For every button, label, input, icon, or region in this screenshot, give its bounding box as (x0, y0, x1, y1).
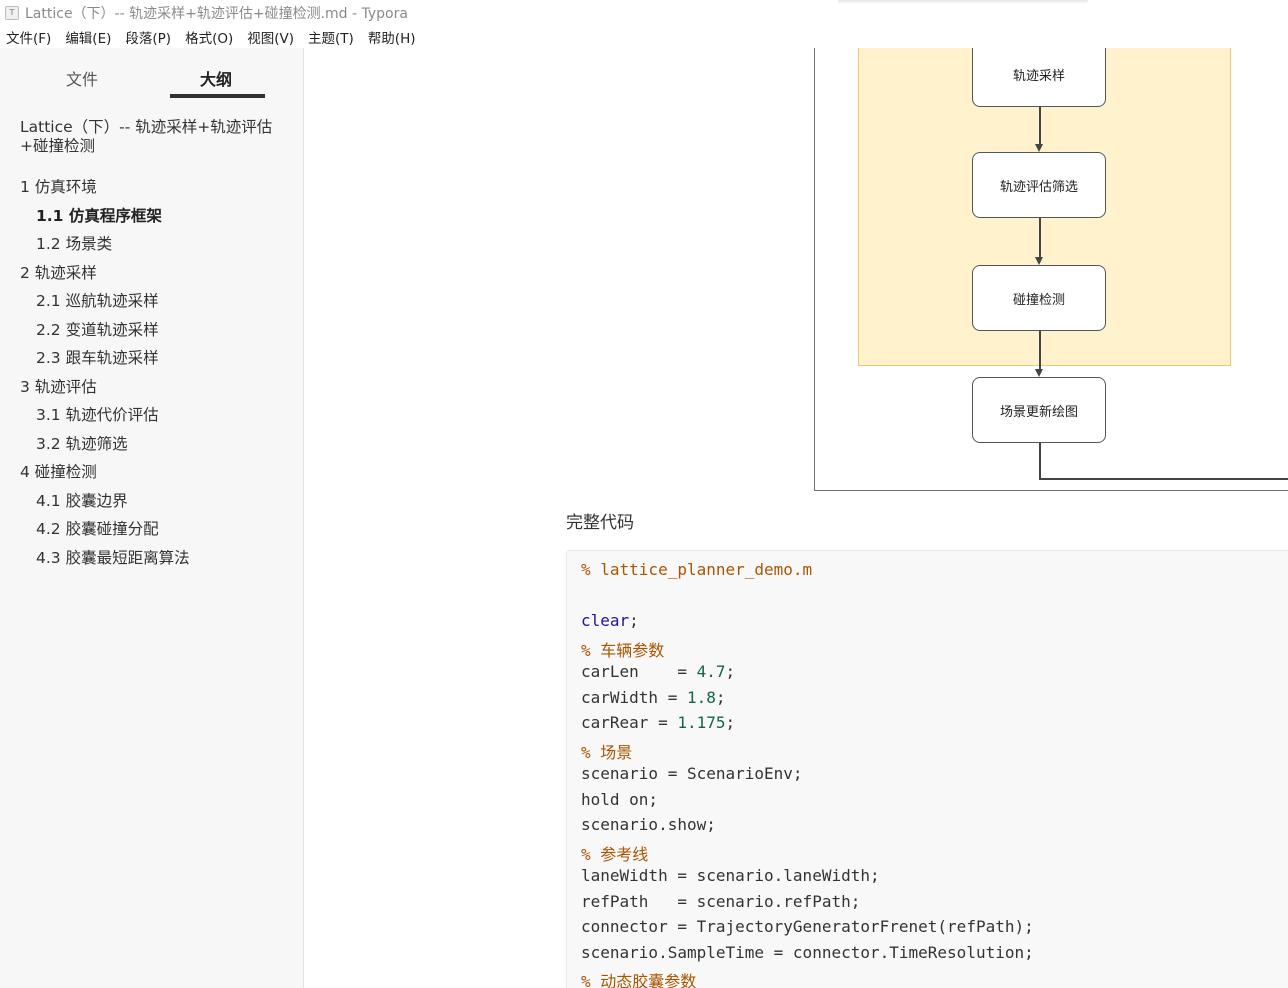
outline-item[interactable]: 3.2 轨迹筛选 (36, 434, 128, 453)
menu-theme[interactable]: 主题(T) (308, 31, 354, 47)
code-token: clear (581, 611, 630, 630)
code-token: % 动态胶囊参数 (581, 972, 697, 988)
menu-paragraph[interactable]: 段落(P) (125, 31, 172, 47)
code-line: clear; (581, 611, 639, 630)
outline-item[interactable]: 2.3 跟车轨迹采样 (36, 349, 159, 367)
code-token: % 场景 (581, 742, 633, 762)
tab-files[interactable]: 文件 (66, 70, 99, 89)
code-line: connector = TrajectoryGeneratorFrenet(re… (581, 917, 1034, 936)
outline-item[interactable]: 1.1 仿真程序框架 (36, 206, 162, 225)
arrow-line (1039, 331, 1041, 370)
code-line: scenario = ScenarioEnv; (581, 764, 803, 783)
typora-app-icon: T (5, 6, 19, 20)
code-line: hold on; (581, 790, 658, 809)
outline-item[interactable]: 1.2 场景类 (36, 235, 113, 253)
editor-content[interactable]: 轨迹采样 轨迹评估筛选 碰撞检测 场景更新绘图 完整代码 % lattice_p… (304, 48, 1288, 988)
code-line: % 车辆参数 (581, 637, 664, 661)
title-bar: T Lattice（下）-- 轨迹采样+轨迹评估+碰撞检测.md - Typor… (0, 0, 1288, 26)
menu-file[interactable]: 文件(F) (6, 31, 52, 47)
arrow-line (1039, 107, 1041, 145)
code-line: carWidth = 1.8; (581, 688, 726, 707)
code-token: connector = TrajectoryGeneratorFrenet(re… (581, 917, 1034, 936)
outline-item[interactable]: 4 碰撞检测 (20, 463, 97, 481)
outline-item[interactable]: 4.1 胶囊边界 (36, 491, 128, 510)
node-collision-detection: 碰撞检测 (972, 265, 1106, 331)
code-token: scenario.show; (581, 815, 716, 834)
code-line: scenario.show; (581, 815, 716, 834)
outline-item[interactable]: 1 仿真环境 (20, 178, 97, 196)
arrow-head (1035, 369, 1043, 377)
code-token: carRear = (581, 713, 678, 732)
code-token: ; (715, 687, 726, 707)
code-line: % lattice_planner_demo.m (581, 560, 812, 579)
arrow-line (1039, 218, 1041, 258)
code-token: 1.175 (677, 713, 726, 732)
node-trajectory-evaluation: 轨迹评估筛选 (972, 152, 1106, 218)
node-scene-update: 场景更新绘图 (972, 377, 1106, 443)
code-token: scenario.SampleTime = connector.TimeReso… (581, 942, 1034, 962)
window-title: Lattice（下）-- 轨迹采样+轨迹评估+碰撞检测.md - Typora (25, 6, 408, 22)
outline-item[interactable]: 4.3 胶囊最短距离算法 (36, 548, 190, 567)
code-line: carLen = 4.7; (581, 662, 735, 681)
sidebar: 文件 大纲 Lattice（下）-- 轨迹采样+轨迹评估+碰撞检测 1 仿真环境… (0, 48, 304, 988)
menu-bar: 文件(F) 编辑(E) 段落(P) 格式(O) 视图(V) 主题(T) 帮助(H… (0, 26, 1288, 48)
menu-format[interactable]: 格式(O) (185, 31, 234, 47)
arrow-head (1035, 144, 1043, 152)
menu-help[interactable]: 帮助(H) (367, 31, 416, 47)
code-line: laneWidth = scenario.laneWidth; (581, 866, 880, 885)
code-token: % 参考线 (581, 844, 649, 864)
code-token: ; (725, 713, 736, 732)
code-token: refPath = scenario.refPath; (581, 891, 861, 911)
code-token: 1.8 (686, 687, 716, 707)
code-token: % 车辆参数 (581, 640, 665, 660)
code-token: laneWidth = scenario.laneWidth; (581, 866, 880, 885)
outline-item[interactable]: 4.2 胶囊碰撞分配 (36, 520, 159, 538)
code-token: carLen = (581, 662, 697, 681)
loop-return-line (1039, 443, 1041, 479)
code-line: scenario.SampleTime = connector.TimeReso… (581, 943, 1034, 962)
code-token: ; (629, 611, 639, 630)
code-line: % 动态胶囊参数 (581, 968, 696, 988)
code-token: scenario = ScenarioEnv; (581, 764, 803, 783)
outline-item[interactable]: 2.2 变道轨迹采样 (36, 320, 159, 339)
section-heading: 完整代码 (566, 513, 634, 533)
node-trajectory-sampling: 轨迹采样 (972, 48, 1106, 107)
arrow-head (1035, 257, 1043, 265)
code-token: carWidth = (581, 687, 687, 707)
code-token: hold on; (581, 789, 659, 809)
outline-item[interactable]: 3 轨迹评估 (20, 377, 97, 396)
outline-item[interactable]: 2 轨迹采样 (20, 263, 97, 282)
code-line: % 场景 (581, 739, 632, 763)
outline-item-doc-title[interactable]: Lattice（下）-- 轨迹采样+轨迹评估+碰撞检测 (20, 118, 273, 155)
code-line: carRear = 1.175; (581, 713, 735, 732)
code-token: % lattice_planner_demo.m (581, 560, 813, 579)
code-line: refPath = scenario.refPath; (581, 892, 860, 911)
window-shadow (838, 0, 1088, 4)
code-token: ; (725, 662, 736, 681)
menu-view[interactable]: 视图(V) (247, 31, 295, 47)
code-token: 4.7 (696, 662, 726, 681)
menu-edit[interactable]: 编辑(E) (65, 31, 112, 47)
loop-return-line (1039, 478, 1288, 480)
tab-active-indicator (170, 94, 265, 98)
tab-outline[interactable]: 大纲 (200, 70, 233, 89)
code-line: % 参考线 (581, 841, 648, 865)
outline-item[interactable]: 3.1 轨迹代价评估 (36, 406, 159, 424)
outline-item[interactable]: 2.1 巡航轨迹采样 (36, 292, 159, 310)
